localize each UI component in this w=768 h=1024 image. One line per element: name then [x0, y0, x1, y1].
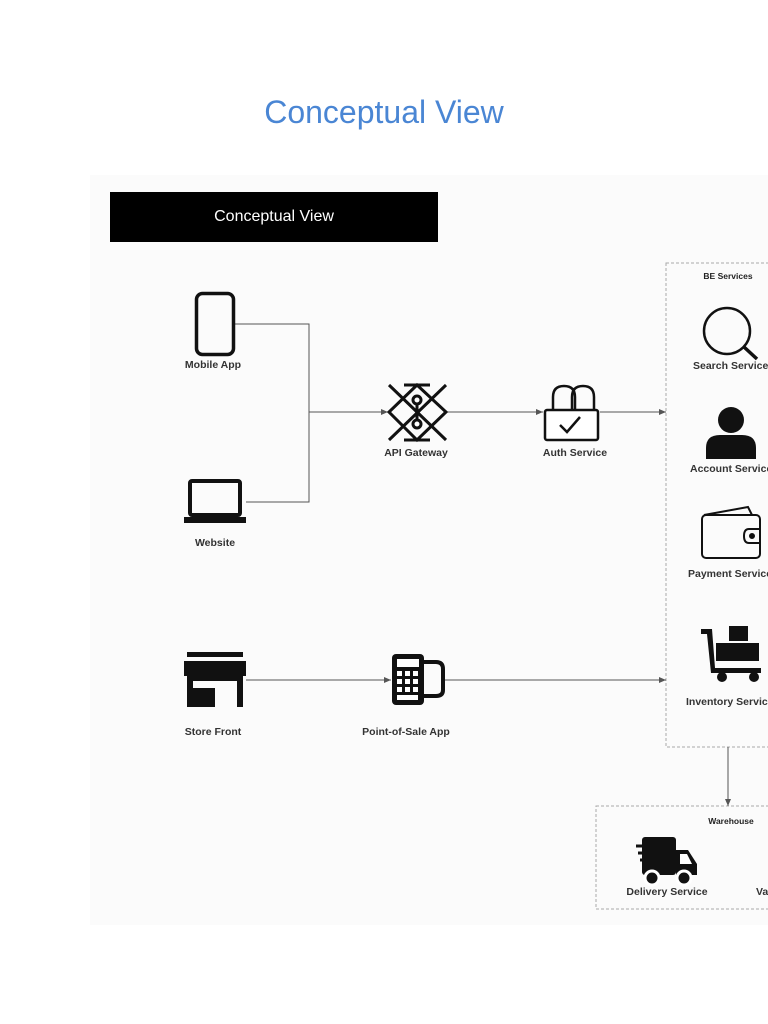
warehouse-group-box: [595, 805, 768, 910]
warehouse-group-title: Warehouse: [708, 816, 754, 826]
warehouse-partial-label: Va: [756, 886, 768, 898]
account-service-label: Account Service: [690, 463, 768, 475]
mobile-phone-icon: [194, 291, 236, 357]
connector-mobile-to-gateway: [234, 323, 310, 412]
diagram-header-label: Conceptual View: [214, 208, 334, 225]
gateway-icon: [386, 382, 449, 443]
inventory-service-label: Inventory Service: [686, 696, 768, 708]
be-services-group-box: [665, 262, 768, 748]
laptop-icon: [184, 479, 246, 523]
user-icon: [706, 407, 756, 459]
pos-app-label: Point-of-Sale App: [362, 726, 450, 738]
pos-terminal-icon: [392, 654, 445, 705]
search-service-label: Search Service: [693, 360, 768, 372]
delivery-service-label: Delivery Service: [626, 886, 708, 898]
diagram-header-bar: Conceptual View: [110, 192, 438, 242]
be-services-group-title: BE Services: [703, 271, 753, 281]
auth-service-label: Auth Service: [542, 447, 608, 459]
payment-service-label: Payment Service: [688, 568, 768, 580]
website-label: Website: [194, 537, 236, 549]
search-icon: [702, 306, 759, 361]
lock-icon: [543, 384, 600, 442]
api-gateway-label: API Gateway: [384, 447, 448, 459]
store-icon: [184, 652, 246, 707]
page-title: Conceptual View: [264, 94, 504, 130]
truck-icon: [636, 837, 697, 887]
store-front-label: Store Front: [184, 726, 242, 738]
mobile-app-label: Mobile App: [184, 359, 242, 371]
cart-icon: [701, 626, 761, 682]
diagram-canvas: [90, 175, 768, 925]
connector-website-to-gateway: [246, 412, 310, 503]
wallet-icon: [701, 505, 761, 559]
